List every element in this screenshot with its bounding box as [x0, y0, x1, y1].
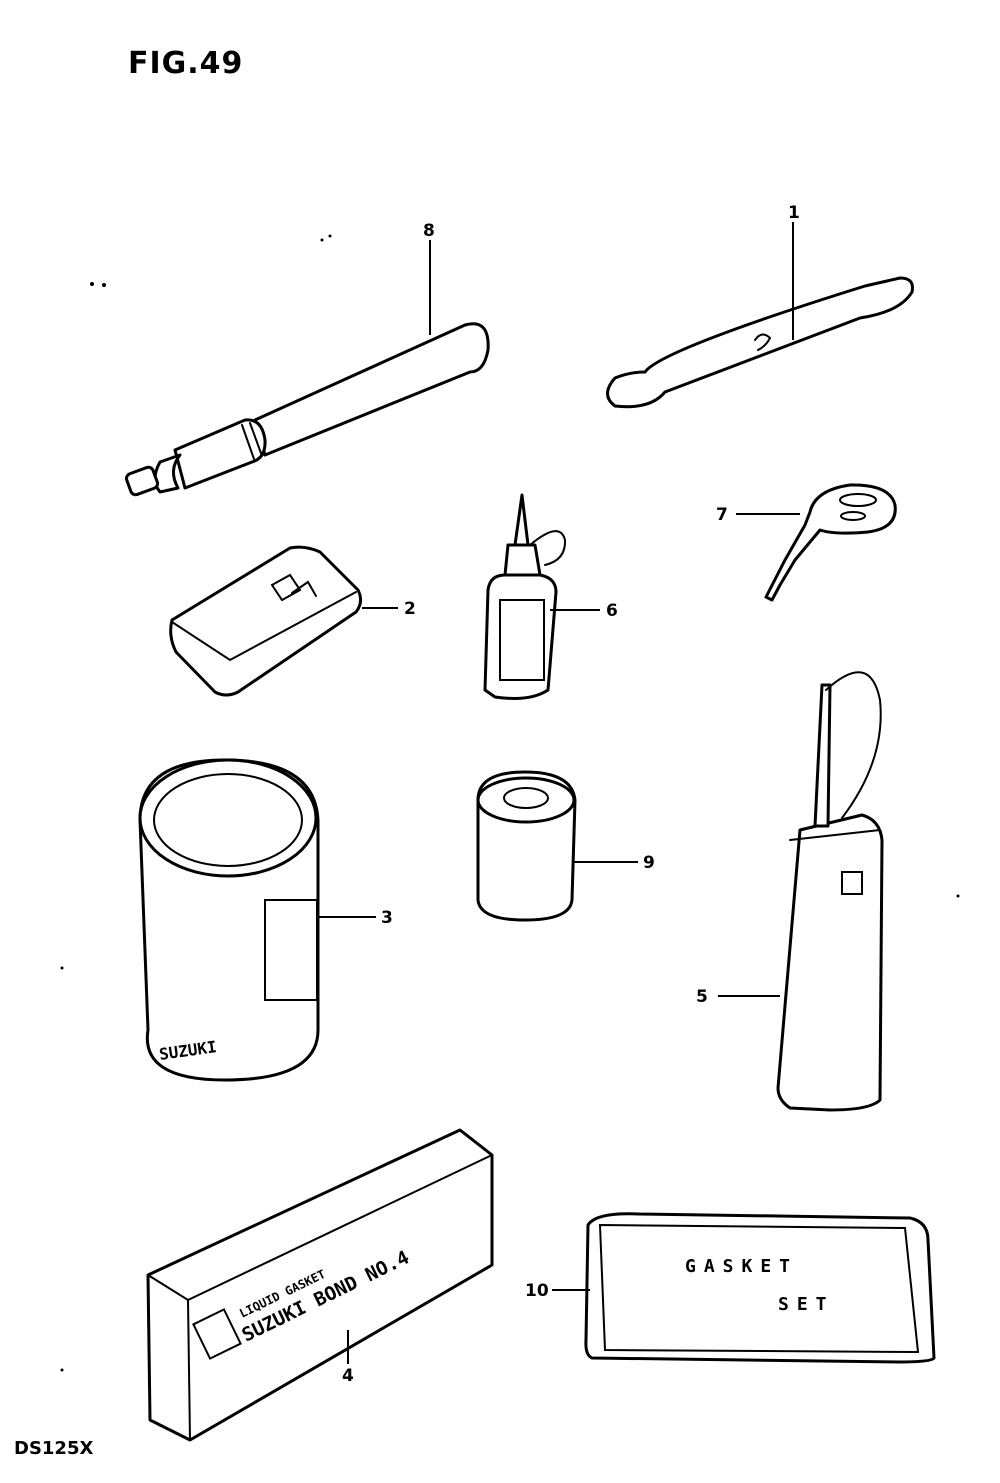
leader-lines: [318, 222, 800, 1364]
callout-4: 4: [342, 1366, 354, 1386]
callout-7: 7: [716, 505, 728, 525]
part-5-oil-can: [776, 671, 884, 1112]
callout-2: 2: [404, 599, 416, 619]
figure-title: FIG.49: [128, 46, 244, 81]
part-3-large-can: SUZUKI: [138, 758, 320, 1082]
model-code: DS125X: [14, 1438, 94, 1459]
part-7-key: [764, 483, 897, 602]
part-9-small-can: [476, 770, 577, 922]
scan-specks: [60, 234, 960, 1372]
part-6-oil-bottle: [483, 493, 567, 700]
gasket-set-text-line2: SET: [778, 1294, 835, 1315]
part-8-tire-pump: [124, 322, 490, 497]
callout-1: 1: [788, 203, 800, 223]
part-4-liquid-gasket-box: LIQUID GASKET SUZUKI BOND NO.4: [146, 1128, 494, 1442]
part-1-tire-lever: [606, 276, 914, 409]
callout-8: 8: [423, 221, 435, 241]
callout-3: 3: [381, 908, 393, 928]
callout-10: 10: [525, 1281, 549, 1301]
callout-numbers: 8 1 7 2 6 9 3 5 4 10: [342, 203, 800, 1386]
gasket-set-text-line1: GASKET: [685, 1256, 798, 1277]
part-10-gasket-set: GASKET SET: [584, 1212, 936, 1364]
part-2-repair-kit: [169, 545, 363, 697]
callout-9: 9: [643, 853, 655, 873]
callout-5: 5: [696, 987, 708, 1007]
callout-6: 6: [606, 601, 618, 621]
